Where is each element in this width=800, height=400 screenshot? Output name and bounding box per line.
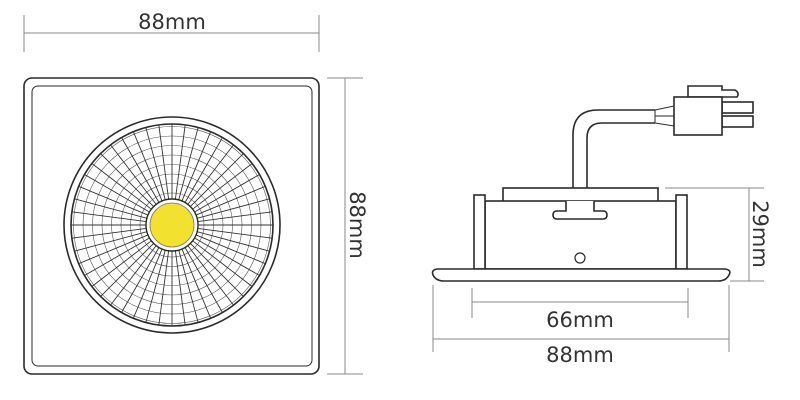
t-slot (552, 201, 608, 220)
grid-spoke (158, 250, 170, 326)
front-height-label: 88mm (345, 191, 369, 259)
grid-spoke (192, 163, 253, 210)
grid-spoke (78, 234, 149, 265)
grid-spoke (178, 249, 199, 323)
grid-spoke (174, 250, 186, 326)
grid-spoke (196, 198, 270, 219)
cutout-label: 66mm (546, 308, 614, 332)
grid-spoke (91, 163, 152, 210)
grid-spoke (192, 240, 253, 287)
grid-spoke (132, 131, 163, 202)
flange (431, 268, 731, 282)
grid-spoke (74, 231, 148, 252)
grid-spoke (174, 124, 186, 200)
grid-spoke (181, 131, 212, 202)
grid-spoke (145, 249, 166, 323)
reflector-grid (71, 124, 273, 326)
grid-spoke (100, 153, 154, 207)
screw-hole (574, 252, 586, 264)
grid-spoke (84, 174, 150, 213)
grid-spoke (195, 234, 266, 265)
side-height-label: 29mm (748, 200, 772, 268)
grid-spoke (91, 240, 152, 287)
grid-spoke (132, 248, 163, 319)
grid-spoke (178, 127, 199, 201)
driver-top (502, 187, 659, 203)
grid-spoke (100, 243, 154, 297)
grid-spoke (121, 137, 160, 203)
grid-spoke (197, 227, 273, 239)
grid-spoke (184, 247, 223, 313)
grid-spoke (190, 243, 244, 297)
grid-spoke (110, 245, 157, 306)
grid-spoke (145, 127, 166, 201)
grid-spoke (197, 211, 273, 223)
grid-spoke (195, 185, 266, 216)
cutout-dimension: 66mm (471, 288, 689, 332)
side-width-dimension: 88mm (432, 285, 730, 367)
grid-spoke (181, 248, 212, 319)
front-width-dimension: 88mm (23, 10, 320, 52)
left-spring-clip (473, 194, 486, 270)
side-view (431, 85, 754, 282)
grid-spoke (187, 245, 234, 306)
grid-spoke (184, 137, 223, 203)
grid-spoke (121, 247, 160, 313)
grid-spoke (194, 237, 260, 276)
grid-spoke (187, 144, 234, 205)
grid-spoke (84, 237, 150, 276)
front-height-dimension: 88mm (327, 77, 369, 375)
grid-spoke (74, 198, 148, 219)
grid-spoke (194, 174, 260, 213)
cob-led (149, 202, 195, 248)
grid-spoke (158, 124, 170, 200)
grid-spoke (110, 144, 157, 205)
grid-spoke (71, 211, 147, 223)
side-width-label: 88mm (546, 343, 614, 367)
side-height-dimension: 29mm (665, 187, 772, 282)
front-view (23, 77, 320, 375)
right-spring-clip (675, 194, 688, 270)
grid-spoke (71, 227, 147, 239)
grid-spoke (78, 185, 149, 216)
front-width-label: 88mm (138, 10, 206, 34)
grid-spoke (196, 231, 270, 252)
connector (673, 85, 754, 136)
grid-spoke (190, 153, 244, 207)
